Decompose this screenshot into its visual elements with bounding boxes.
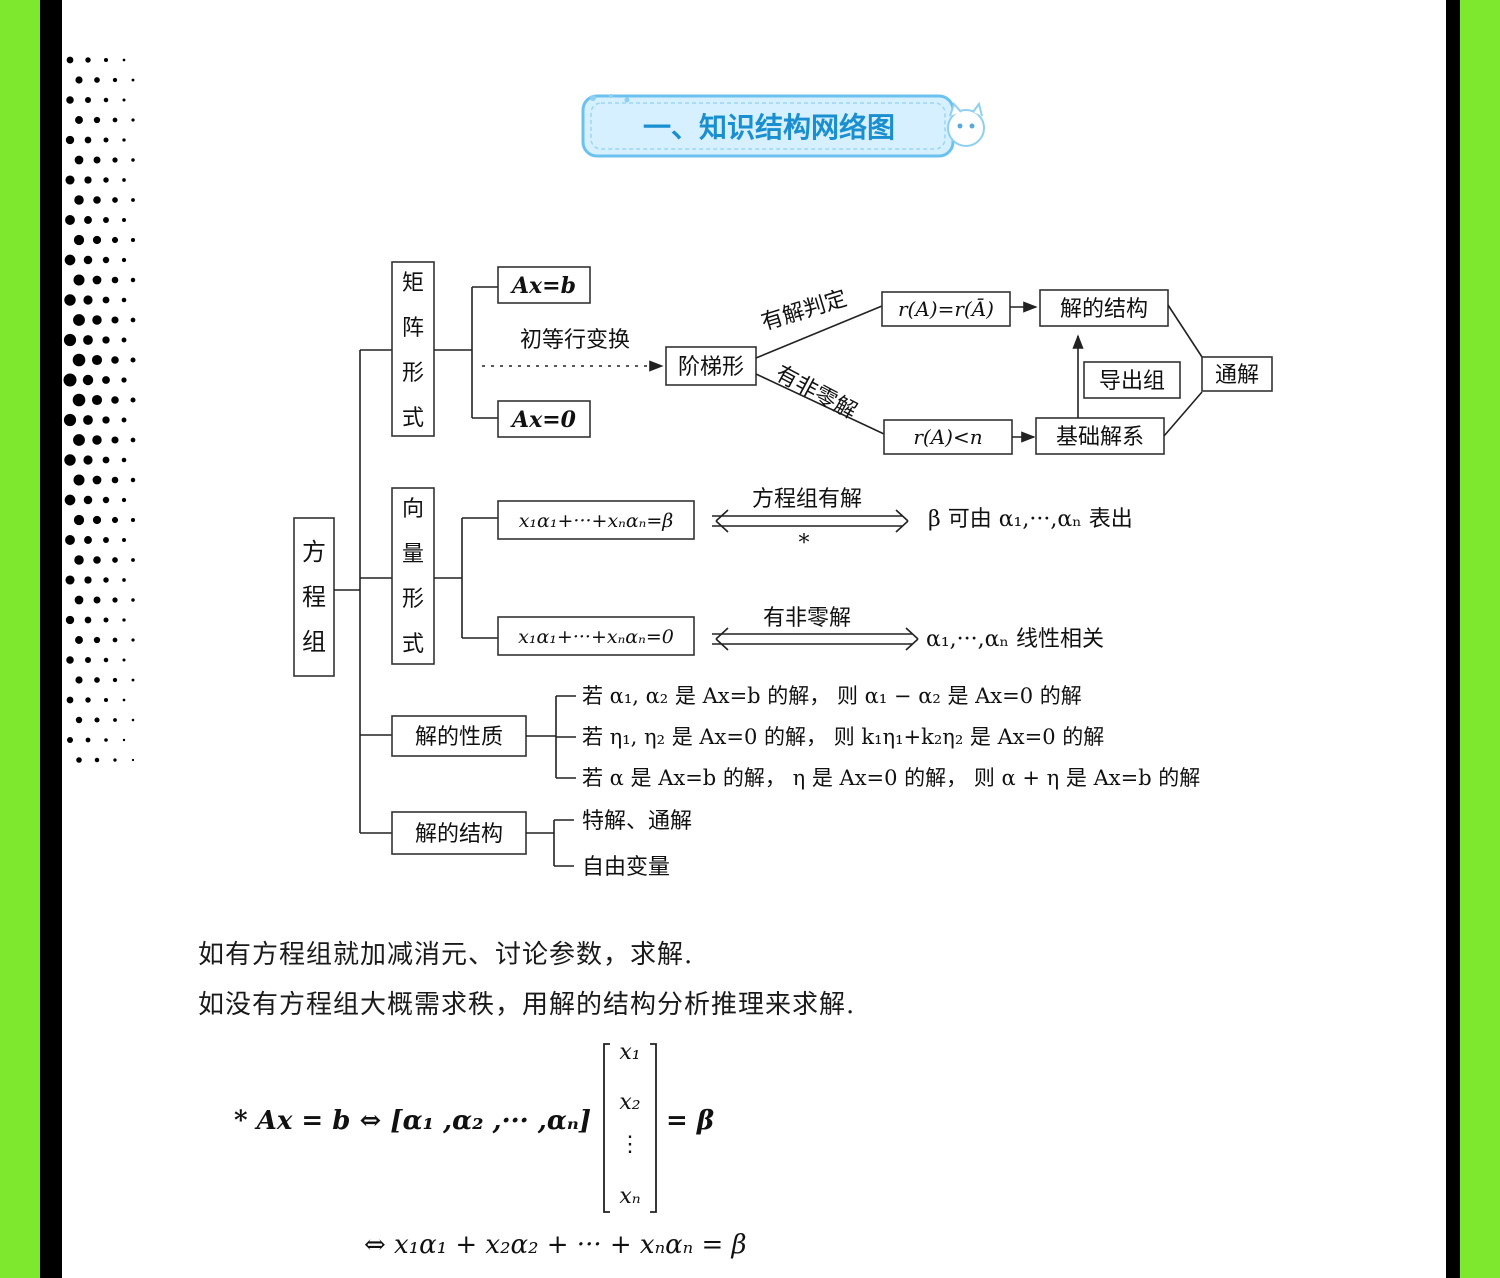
page: 一、知识结构网络图 方 程 组 矩阵形式 Ax=b Ax=0 初等行变换 阶梯形: [62, 0, 1446, 1278]
judge-label: 有解判定: [758, 286, 849, 336]
general-lines: [1163, 304, 1203, 437]
matrix-form-box: [391, 261, 435, 437]
double-arrow-has-solution: [712, 509, 909, 533]
root-char-3: 组: [302, 628, 326, 656]
eq-b-text: Ax=b: [510, 273, 576, 299]
properties-text: 解的性质: [415, 725, 503, 750]
structure-item-2: 自由变量: [582, 855, 670, 880]
linear-dependent-text: α₁,···,αₙ 线性相关: [926, 627, 1104, 652]
section-title: 一、知识结构网络图: [643, 111, 895, 144]
mf-char-1: 矩: [402, 271, 424, 296]
eq-0-text: Ax=0: [510, 407, 577, 433]
property-item-2: 若 η₁, η₂ 是 Ax=0 的解， 则 k₁η₁+k₂η₂ 是 Ax=0 的…: [582, 725, 1104, 749]
formula-1-lhs: * Ax = b ⇔ [α₁ ,α₂ ,··· ,αₙ]: [234, 1106, 592, 1136]
vector-entry-2: x₂: [619, 1090, 641, 1115]
vector-entry-n: xₙ: [619, 1184, 641, 1209]
property-item-1: 若 α₁, α₂ 是 Ax=b 的解， 则 α₁ − α₂ 是 Ax=0 的解: [582, 684, 1082, 708]
paragraph-2: 如没有方程组大概需求秩，用解的结构分析推理来求解.: [198, 990, 856, 1020]
formula-2: ⇔ x₁α₁ + x₂α₂ + ··· + xₙαₙ = β: [364, 1230, 747, 1260]
star-mark: *: [799, 531, 810, 556]
mf-char-2: 阵: [402, 316, 424, 341]
rank-lt-box: [883, 419, 1013, 455]
vec-eq-zero-text: x₁α₁+···+xₙαₙ=0: [518, 626, 674, 648]
structure-branch-lines: [526, 819, 574, 867]
solution-structure-text: 解的结构: [1060, 297, 1148, 322]
vector-entry-dots: ⋮: [619, 1132, 641, 1157]
solution-structure-box: [1039, 289, 1169, 327]
column-vector-brackets: [603, 1043, 657, 1213]
double-arrow-nonzero: [712, 627, 919, 651]
rank-lt-text: r(A)<n: [913, 425, 982, 449]
paragraph-1: 如有方程组就加减消元、讨论参数，求解.: [198, 940, 694, 970]
vf-char-1: 向: [402, 497, 424, 522]
properties-branch-lines: [526, 695, 576, 779]
root-char-2: 程: [302, 583, 326, 611]
rank-eq-text: r(A)=r(Ā): [898, 297, 994, 321]
formula-1-rhs: = β: [666, 1106, 715, 1136]
root-node-box: [293, 517, 335, 677]
mf-char-4: 式: [402, 406, 424, 431]
vf-char-2: 量: [402, 542, 424, 567]
row-transform-label: 初等行变换: [520, 328, 630, 353]
nonzero-label: 有非零解: [771, 361, 860, 424]
matrix-branch-lines: [434, 286, 498, 419]
beta-expression: β 可由 α₁,···,αₙ 表出: [928, 507, 1133, 532]
echelon-text: 阶梯形: [678, 355, 744, 380]
branch-connectors: [360, 349, 392, 834]
star-decoration-icon: [590, 94, 630, 103]
root-char-1: 方: [302, 538, 326, 566]
rank-eq-box: [881, 291, 1011, 327]
derived-box: [1083, 361, 1181, 399]
nonzero-solution-label: 有非零解: [763, 606, 851, 631]
property-item-3: 若 α 是 Ax=b 的解， η 是 Ax=0 的解， 则 α + η 是 Ax…: [582, 766, 1200, 790]
vec-eq-beta-text: x₁α₁+···+xₙαₙ=β: [519, 510, 674, 532]
general-text: 通解: [1215, 363, 1259, 388]
general-box: [1201, 356, 1273, 392]
vector-branch-lines: [434, 517, 498, 639]
basis-box: [1035, 417, 1165, 455]
vec-eq-zero-box: [497, 616, 695, 656]
eq-0-box: [497, 400, 591, 438]
halftone-dots-decoration: [63, 56, 136, 763]
basis-text: 基础解系: [1056, 425, 1144, 450]
has-solution-label: 方程组有解: [752, 487, 862, 512]
vf-char-3: 形: [402, 587, 424, 612]
structure-text: 解的结构: [415, 822, 503, 847]
eq-b-box: [497, 266, 591, 304]
derived-text: 导出组: [1099, 369, 1165, 394]
structure-item-1: 特解、通解: [582, 809, 692, 834]
vf-char-4: 式: [402, 632, 424, 657]
nonzero-line: [755, 373, 885, 435]
echelon-box: [665, 346, 757, 386]
judge-line: [755, 305, 883, 359]
vector-form-box: [391, 487, 435, 665]
mf-char-3: 形: [402, 361, 424, 386]
vector-entry-1: x₁: [619, 1040, 641, 1065]
vec-eq-beta-box: [497, 500, 695, 540]
title-badge: 一、知识结构网络图: [581, 94, 985, 158]
cat-mascot-icon: [947, 101, 985, 147]
